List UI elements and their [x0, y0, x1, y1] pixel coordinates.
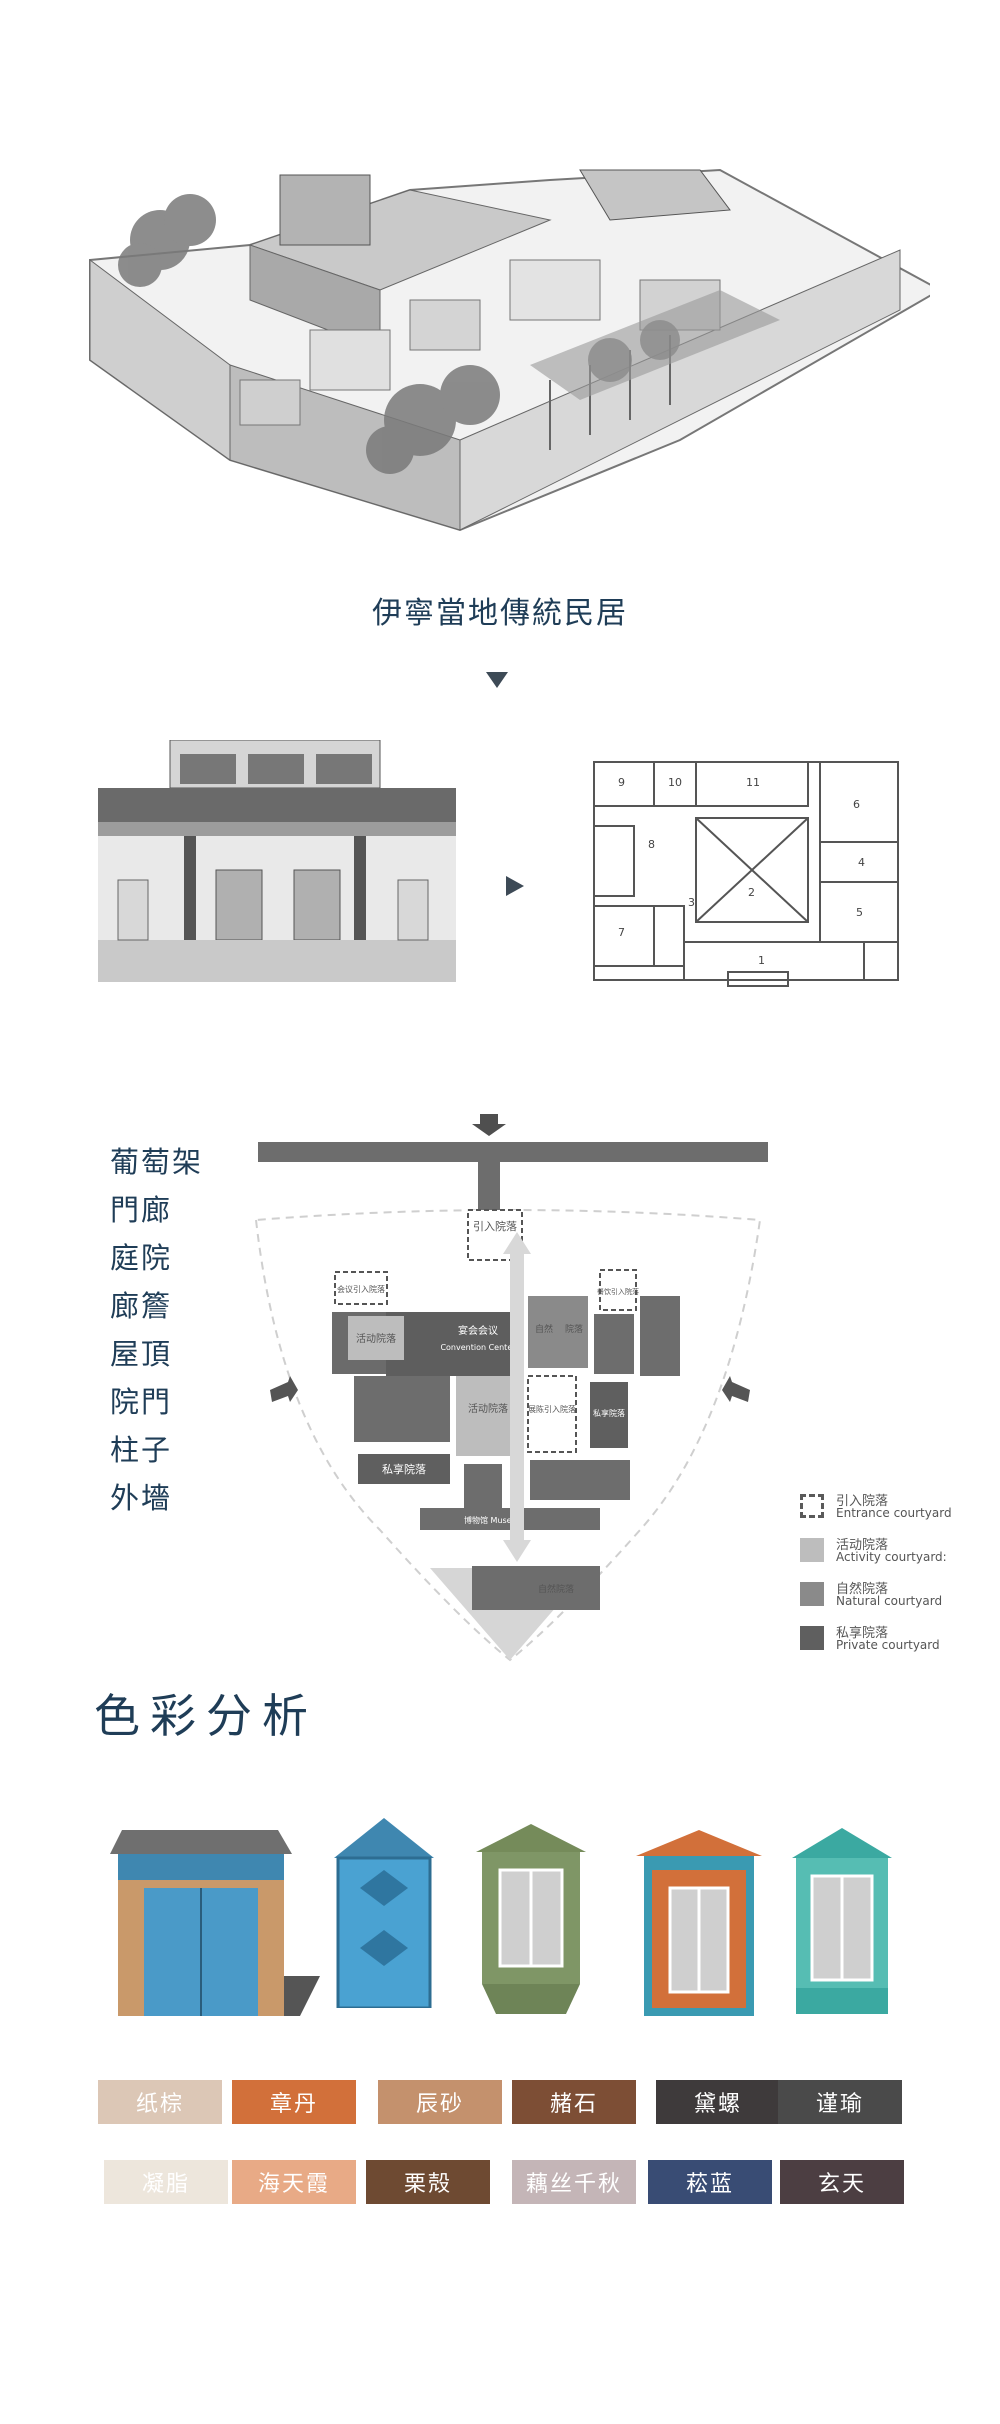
floor-plan: 9 10 11 6 4 5 2 3 7 8 1	[593, 761, 899, 987]
svg-text:1: 1	[758, 954, 765, 967]
architectural-elements-list: 葡萄架 門廊 庭院 廊簷 屋頂 院門 柱子 外墻	[110, 1138, 203, 1522]
right-arrow-icon	[506, 876, 524, 896]
swatch-zhizong: 纸棕	[98, 2080, 222, 2124]
swatch-songlan: 菘蓝	[648, 2160, 772, 2204]
blue-door-illustration	[334, 1818, 434, 2008]
legend-swatch-private	[800, 1626, 824, 1650]
label-museum: 博物馆 Museum	[464, 1515, 525, 1525]
label-activity-courtyard-left: 活动院落	[356, 1332, 396, 1345]
element-courtyard: 庭院	[110, 1241, 173, 1275]
svg-text:7: 7	[618, 926, 625, 939]
svg-text:4: 4	[858, 856, 865, 869]
swatch-ousiqianqiu: 藕丝千秋	[512, 2160, 636, 2204]
element-grape-trellis: 葡萄架	[110, 1145, 204, 1179]
element-roof: 屋頂	[110, 1337, 173, 1371]
swatch-xuantian: 玄天	[780, 2160, 904, 2204]
legend-swatch-activity	[800, 1538, 824, 1562]
element-porch: 門廊	[110, 1193, 173, 1227]
swatch-chensha: 辰砂	[378, 2080, 502, 2124]
label-entrance-small-left: 会议引入院落	[337, 1284, 385, 1294]
label-activity-courtyard-mid: 活动院落	[468, 1402, 508, 1415]
label-private-courtyard-right: 私享院落	[593, 1408, 625, 1418]
legend-swatch-natural	[800, 1582, 824, 1606]
legend-swatch-entrance	[800, 1494, 824, 1518]
swatch-jinyu: 谨瑜	[778, 2080, 902, 2124]
green-window-illustration	[476, 1824, 586, 2014]
label-private-courtyard-left: 私享院落	[382, 1462, 426, 1476]
label-natural-a: 自然	[535, 1323, 553, 1335]
label-natural-b: 院落	[565, 1323, 583, 1335]
label-entrance-small-right: 餐饮引入院落	[597, 1287, 639, 1296]
element-eaves: 廊簷	[110, 1289, 173, 1323]
swatch-ningzhi: 凝脂	[104, 2160, 228, 2204]
svg-text:2: 2	[748, 886, 755, 899]
svg-text:8: 8	[648, 838, 655, 851]
gate-illustration	[110, 1830, 320, 2016]
down-arrow-icon	[486, 672, 508, 688]
svg-text:11: 11	[746, 776, 760, 789]
swatch-dailuo: 黛螺	[656, 2080, 780, 2124]
svg-text:6: 6	[853, 798, 860, 811]
teal-window-illustration	[792, 1828, 892, 2014]
label-exhibition-courtyard: 展陈引入院落	[528, 1404, 576, 1414]
swatch-zheshi: 赭石	[512, 2080, 636, 2124]
color-analysis-title: 色彩分析	[94, 1689, 318, 1743]
interior-elevation-sketch	[98, 740, 456, 982]
element-pillar: 柱子	[110, 1433, 173, 1467]
swatch-like: 栗殻	[366, 2160, 490, 2204]
element-gate: 院門	[110, 1385, 173, 1419]
svg-text:10: 10	[668, 776, 682, 789]
orange-window-illustration	[636, 1830, 762, 2016]
swatch-haitianxia: 海天霞	[232, 2160, 356, 2204]
svg-text:9: 9	[618, 776, 625, 789]
element-outer-wall: 外墻	[110, 1481, 173, 1515]
label-bottom-courtyard: 自然院落	[538, 1583, 574, 1595]
label-convention-cn: 宴会会议	[458, 1324, 498, 1337]
svg-text:3: 3	[688, 896, 695, 909]
svg-text:5: 5	[856, 906, 863, 919]
label-entrance-courtyard: 引入院落	[473, 1219, 517, 1233]
residence-axonometric-illustration	[89, 168, 930, 532]
swatch-zhangdan: 章丹	[232, 2080, 356, 2124]
courtyard-zoning-diagram: 引入院落 会议引入院落 餐饮引入院落 活动院落 宴会会议 Convention …	[254, 1114, 768, 1662]
label-convention-en: Convention Center	[440, 1343, 516, 1352]
residence-caption: 伊寧當地傳統民居	[372, 596, 628, 631]
